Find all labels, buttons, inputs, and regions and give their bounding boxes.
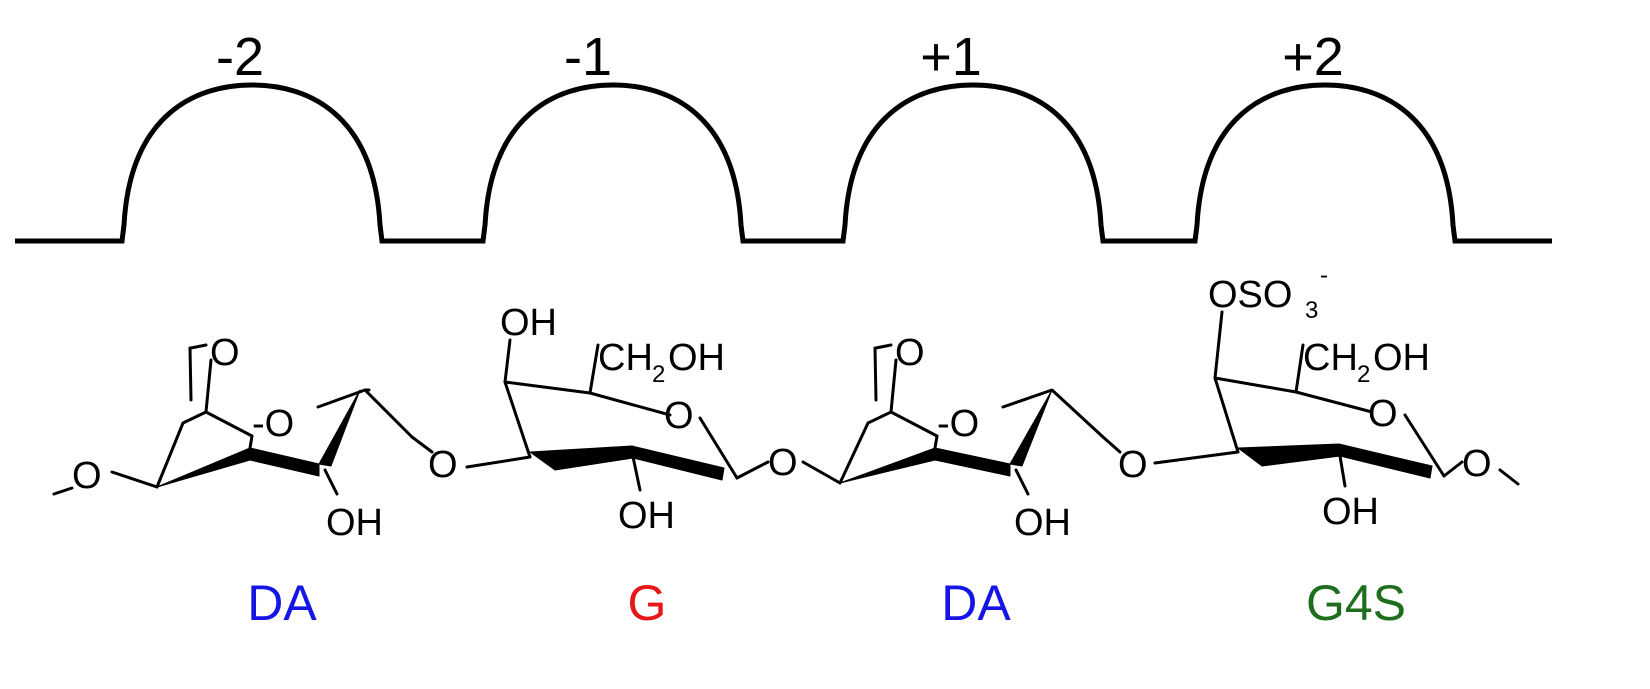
atom-o-ring: O xyxy=(664,395,694,437)
atom-o-glycosidic-2: O xyxy=(768,442,798,484)
atom-o-ring: -O xyxy=(252,403,294,445)
atom-ch2: CH xyxy=(598,337,653,379)
atom-o-ring: -O xyxy=(937,403,979,445)
atom-oh: OH xyxy=(1322,491,1379,533)
atom-o-glycosidic-1: O xyxy=(428,444,458,486)
atom-charge-minus: - xyxy=(1320,262,1328,289)
atom-oh: OH xyxy=(1373,337,1430,379)
residue-g4s-structure: OSO 3 - CH 2 OH O OH O xyxy=(1208,262,1520,533)
atom-o-bridge: O xyxy=(210,332,240,374)
wedge-bond xyxy=(318,389,361,467)
atom-oh: OH xyxy=(668,337,725,379)
subsite-label-plus-1: +1 xyxy=(920,27,982,87)
wedge-bond xyxy=(631,445,725,481)
residue-label-da-1: DA xyxy=(247,575,317,631)
atom-oh: OH xyxy=(326,502,383,544)
atom-o-linkage: O xyxy=(72,455,102,497)
wedge-bond xyxy=(1009,389,1053,467)
subsite-label-minus-2: -2 xyxy=(216,27,264,87)
subsite-profile-line xyxy=(15,82,1552,244)
residue-da-2-structure: O -O OH xyxy=(838,332,1105,544)
atom-o-bridge: O xyxy=(895,332,925,374)
atom-oso: OSO xyxy=(1208,274,1292,316)
atom-subscript-2: 2 xyxy=(1357,361,1370,388)
atom-o-linkage: O xyxy=(1462,443,1492,485)
subsite-label-plus-2: +2 xyxy=(1282,27,1344,87)
atom-o-ring: O xyxy=(1368,393,1398,435)
residue-g-structure: OH CH 2 OH O OH xyxy=(500,302,770,537)
atom-subscript-2: 2 xyxy=(652,361,665,388)
atom-oh: OH xyxy=(500,302,557,344)
residue-da-1-structure: O O -O OH xyxy=(52,332,414,544)
atom-ch2: CH xyxy=(1303,337,1358,379)
wedge-bond xyxy=(1237,443,1341,467)
atom-oh: OH xyxy=(618,495,675,537)
atom-o-glycosidic-3: O xyxy=(1118,444,1148,486)
wedge-bond xyxy=(249,447,320,477)
wedge-bond xyxy=(529,445,634,471)
atom-oh: OH xyxy=(1014,502,1071,544)
residue-label-da-2: DA xyxy=(941,575,1011,631)
wedge-bond xyxy=(1338,443,1433,479)
subsite-label-minus-1: -1 xyxy=(564,27,612,87)
residue-label-g4s: G4S xyxy=(1306,575,1406,631)
residue-label-g: G xyxy=(628,575,667,631)
atom-subscript-3: 3 xyxy=(1305,297,1318,324)
wedge-bond xyxy=(934,447,1011,477)
